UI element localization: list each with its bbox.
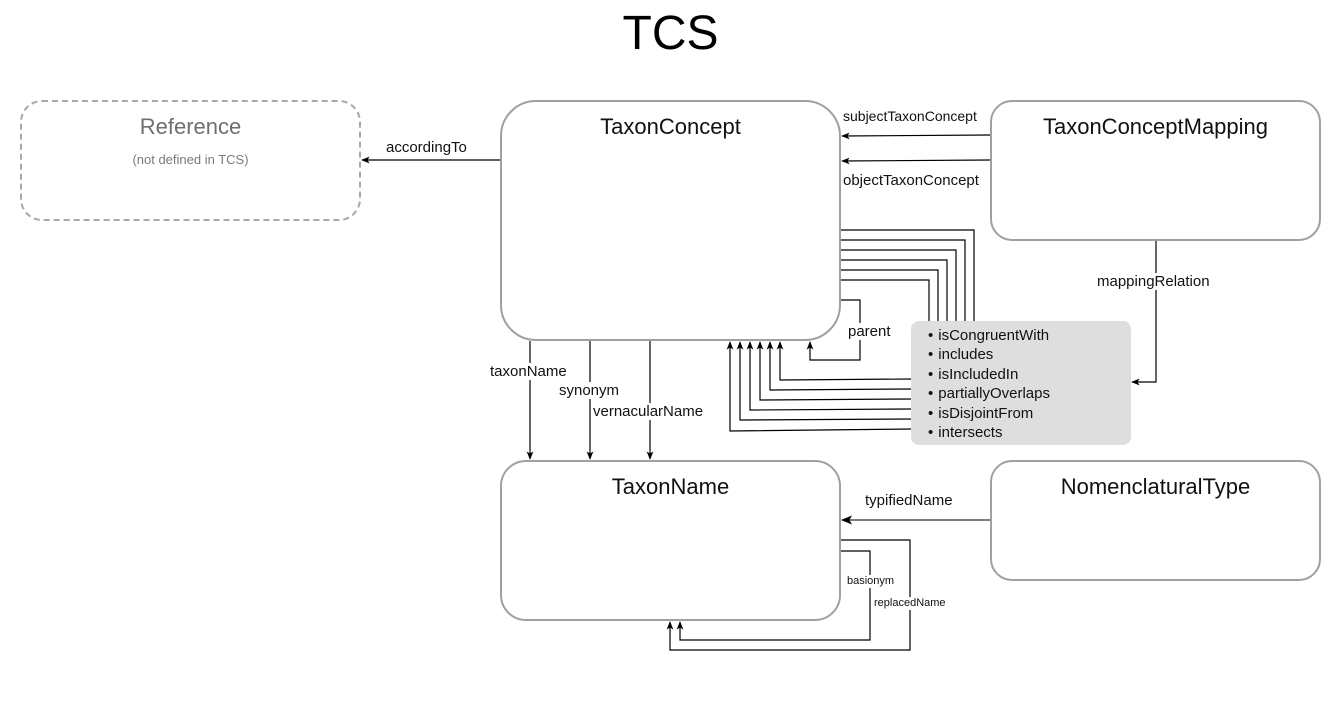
edge-relation-3 bbox=[841, 249, 957, 321]
entity-reference-note: (not defined in TCS) bbox=[132, 152, 249, 167]
relationship-type-item: intersects bbox=[928, 423, 1131, 442]
edge-relation-6 bbox=[841, 279, 930, 321]
edge-return-3 bbox=[756, 341, 912, 401]
edge-subject-taxon-concept bbox=[841, 132, 991, 140]
label-basionym: basionym bbox=[847, 575, 895, 588]
relationship-type-item: isIncludedIn bbox=[928, 365, 1131, 384]
relationship-type-item: includes bbox=[928, 345, 1131, 364]
entity-taxon-name[interactable]: TaxonName bbox=[500, 460, 841, 621]
edge-mapping-relation bbox=[1131, 241, 1157, 386]
entity-taxon-concept[interactable]: TaxonConcept bbox=[500, 100, 841, 341]
entity-nomenclatural-type-name: NomenclaturalType bbox=[1060, 474, 1251, 499]
entity-taxon-name-name: TaxonName bbox=[611, 474, 730, 499]
label-parent: parent bbox=[848, 323, 891, 340]
relationship-type-item: isCongruentWith bbox=[928, 326, 1131, 345]
label-object-taxon-concept: objectTaxonConcept bbox=[843, 172, 979, 189]
edge-return-2 bbox=[766, 341, 912, 391]
edge-basionym bbox=[676, 550, 871, 641]
entity-taxon-concept-mapping-name: TaxonConceptMapping bbox=[1042, 114, 1269, 139]
label-subject-taxon-concept: subjectTaxonConcept bbox=[843, 108, 977, 125]
edge-return-4 bbox=[746, 341, 912, 411]
diagram-title: TCS bbox=[622, 7, 719, 60]
entity-reference[interactable]: Reference (not defined in TCS) bbox=[20, 100, 361, 221]
edge-replaced-name bbox=[666, 539, 911, 651]
entity-reference-name: Reference bbox=[139, 114, 242, 139]
edge-object-taxon-concept bbox=[841, 157, 991, 165]
label-vernacular-name: vernacularName bbox=[593, 403, 704, 420]
label-replaced-name: replacedName bbox=[874, 597, 946, 610]
entity-taxon-concept-name: TaxonConcept bbox=[600, 114, 741, 139]
label-synonym: synonym bbox=[559, 382, 620, 399]
edge-return-6 bbox=[726, 341, 912, 432]
relationship-type-item: isDisjointFrom bbox=[928, 404, 1131, 423]
label-according-to: accordingTo bbox=[386, 139, 467, 156]
edge-relation-5 bbox=[841, 269, 939, 321]
edge-relation-1 bbox=[841, 229, 975, 321]
label-mapping-relation: mappingRelation bbox=[1097, 273, 1210, 290]
relationship-type-list[interactable]: isCongruentWith includes isIncludedIn pa… bbox=[911, 321, 1131, 445]
relationship-type-item: partiallyOverlaps bbox=[928, 384, 1131, 403]
edge-parent bbox=[806, 299, 861, 361]
edge-return-1 bbox=[776, 341, 912, 381]
label-typified-name: typifiedName bbox=[865, 492, 953, 509]
edge-relation-2 bbox=[841, 239, 966, 321]
label-taxon-name: taxonName bbox=[490, 363, 567, 380]
entity-taxon-concept-mapping[interactable]: TaxonConceptMapping bbox=[990, 100, 1321, 241]
edge-relation-4 bbox=[841, 259, 948, 321]
edge-return-5 bbox=[736, 341, 912, 421]
entity-nomenclatural-type[interactable]: NomenclaturalType bbox=[990, 460, 1321, 581]
